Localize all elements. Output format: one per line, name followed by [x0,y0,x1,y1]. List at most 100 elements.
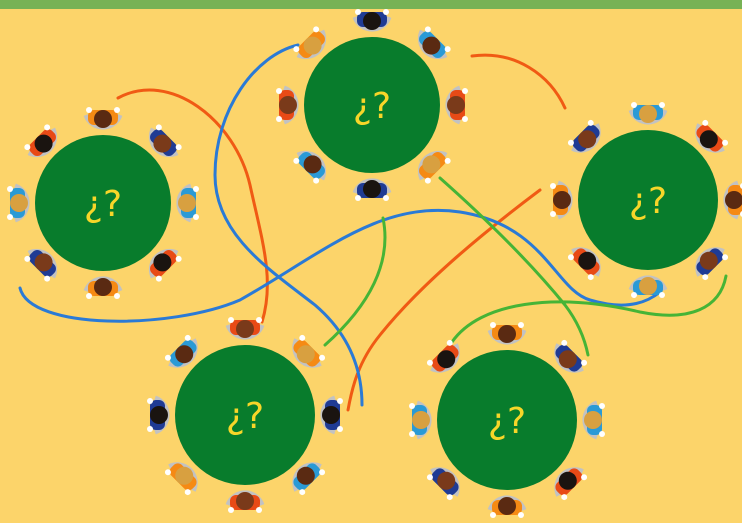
table-label: ¿? [226,396,264,437]
curve-green [438,176,590,357]
hand [86,107,92,113]
round-table: ¿? [550,102,742,298]
seated-person [409,400,432,440]
hand [581,359,588,366]
hand [24,144,31,151]
hand [659,102,665,108]
hand [228,317,234,323]
seated-person [293,26,327,60]
head [725,191,742,209]
head [699,130,718,149]
seated-person [293,150,327,184]
seated-person [164,334,198,368]
seated-person [148,124,182,158]
seated-person [426,339,460,373]
hand [155,275,162,282]
hand [276,116,282,122]
head [498,497,516,515]
hand [299,334,306,341]
seated-person [628,275,668,298]
hand [193,214,199,220]
head [699,251,718,270]
head [153,253,172,272]
seated-person [567,119,601,153]
head [236,492,254,510]
hand [313,177,320,184]
head [34,134,53,153]
hand [114,293,120,299]
head [639,277,657,295]
head [558,471,577,490]
table-top [35,135,171,271]
seated-person [24,248,58,282]
hand [462,88,468,94]
hand [228,507,234,513]
hand [409,431,415,437]
head [437,350,456,369]
hand [256,507,262,513]
head [94,110,112,128]
hand [44,124,51,131]
head [178,194,196,212]
head [296,345,315,364]
head [303,36,322,55]
hand [490,322,496,328]
hand [587,274,594,281]
seated-person [352,178,392,201]
head [175,345,194,364]
head [498,325,516,343]
curve-orange [470,53,567,110]
hand [567,139,574,146]
tables-layer: ¿?¿?¿?¿?¿? [7,9,742,518]
head [150,406,168,424]
head [279,96,297,114]
hand [86,293,92,299]
head [34,253,53,272]
hand [462,116,468,122]
hand [383,195,389,201]
hand [444,157,451,164]
hand [256,317,262,323]
hand [175,144,182,151]
hand [722,254,729,261]
seated-person [164,462,198,496]
seated-person [487,495,527,518]
head [296,466,315,485]
hand [409,403,415,409]
head [578,251,597,270]
head [175,466,194,485]
hand [147,398,153,404]
hand [550,183,556,189]
hand [490,512,496,518]
hand [722,139,729,146]
hand [44,275,51,282]
hand [147,426,153,432]
seated-person [24,124,58,158]
hand [175,255,182,262]
hand [561,494,568,501]
round-table: ¿? [409,322,605,518]
hand [561,339,568,346]
head [578,130,597,149]
head [363,12,381,30]
hand [355,9,361,15]
hand [587,119,594,126]
hand [424,177,431,184]
seated-person [582,400,605,440]
round-table: ¿? [276,9,468,201]
hand [567,254,574,261]
seated-person [550,180,573,220]
hand [518,322,524,328]
seated-person [445,85,468,125]
seated-person [426,467,460,501]
head [236,320,254,338]
table-top [578,130,718,270]
table-top [175,345,315,485]
hand [184,334,191,341]
head [94,278,112,296]
seated-person [225,490,265,513]
seated-person [83,276,123,299]
seated-person [7,183,30,223]
hand [659,292,665,298]
